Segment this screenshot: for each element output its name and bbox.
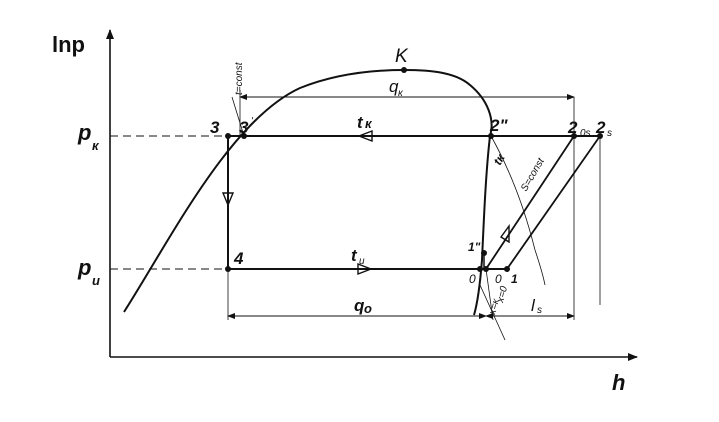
point-3prime-tick: ' <box>251 116 254 127</box>
saturation-curve <box>123 68 493 316</box>
point-4-marker <box>225 266 231 272</box>
x-axis-label: h <box>612 370 625 395</box>
point-2dd-label: 2" <box>489 116 508 135</box>
tu-label: t <box>351 246 358 265</box>
point-20s-label: 2 <box>567 118 578 137</box>
point-3prime-marker <box>241 133 247 139</box>
tk-label: t <box>357 113 364 132</box>
point-2s-sub: s <box>607 128 612 139</box>
point-3prime-label: 3 <box>239 118 249 137</box>
point-1-label: 1 <box>511 272 518 286</box>
point-0prime-marker <box>483 266 489 272</box>
t-const-label: t=const <box>234 61 245 95</box>
isotherm-tk-curve <box>490 135 546 286</box>
y-axis-label: lnp <box>52 32 85 57</box>
point-3-label: 3 <box>210 118 220 137</box>
extra-thin-line <box>479 284 506 341</box>
point-1-marker <box>504 266 510 272</box>
flow-arrow-throttle <box>221 192 235 207</box>
point-1dd-label: 1" <box>468 240 481 254</box>
tu-label-sub: u <box>359 256 365 267</box>
point-1dd-marker <box>481 250 487 256</box>
flow-arrow-compression <box>499 223 510 244</box>
pu-label: p <box>77 255 91 280</box>
qo-label: q <box>354 296 365 315</box>
tk-label-sub: к <box>365 116 373 131</box>
point-K-marker <box>401 67 407 73</box>
point-20s-marker <box>571 133 577 139</box>
pk-label: p <box>77 120 91 145</box>
qk-label: q <box>389 77 399 96</box>
x-k-label: x=к <box>487 297 502 317</box>
pu-label-sub: и <box>92 273 100 288</box>
point-K-label: K <box>395 46 409 67</box>
compression-line-ideal <box>485 135 575 270</box>
point-0prime-tick: ' <box>503 267 506 278</box>
point-0-marker <box>477 266 483 272</box>
x-0-label: x=0 <box>495 285 510 305</box>
point-0-label: 0 <box>469 272 476 286</box>
point-4-label: 4 <box>233 249 244 268</box>
qo-label-sub: o <box>364 301 372 316</box>
point-2dd-marker <box>488 133 494 139</box>
point-0prime-label: 0 <box>495 272 502 286</box>
point-2s-label: 2 <box>595 118 606 137</box>
s-const-label: S=const <box>519 155 547 193</box>
pk-label-sub: к <box>92 138 100 153</box>
point-2s-marker <box>597 133 603 139</box>
flow-arrow-condensation <box>357 129 373 143</box>
flow-arrow-evaporation <box>357 262 373 276</box>
compression-line-real <box>506 135 601 270</box>
ls-label-sub: s <box>537 305 542 316</box>
point-3-marker <box>225 133 231 139</box>
qk-label-sub: к <box>398 88 404 99</box>
t-const-line <box>231 96 245 137</box>
point-20s-sub: 0s <box>580 128 591 139</box>
ls-label: l <box>531 296 536 315</box>
